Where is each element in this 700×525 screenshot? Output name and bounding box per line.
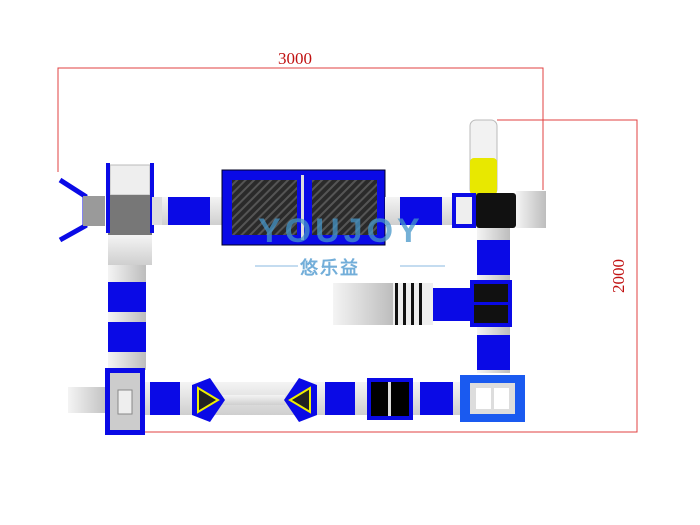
height-dimension-label: 2000 (609, 259, 628, 293)
left-tube (108, 265, 146, 370)
slide-module (333, 280, 512, 327)
corner-module-left (105, 368, 145, 435)
watermark-brand: YOUJOY (258, 212, 424, 250)
dimension-lines (57, 67, 638, 433)
watermark-chinese: 悠乐益 (300, 258, 360, 279)
climbing-tower (58, 163, 162, 265)
width-dimension-label: 3000 (278, 49, 312, 68)
tower-module (452, 119, 546, 228)
corner-module-right (460, 375, 525, 422)
trampoline-block (221, 169, 386, 246)
